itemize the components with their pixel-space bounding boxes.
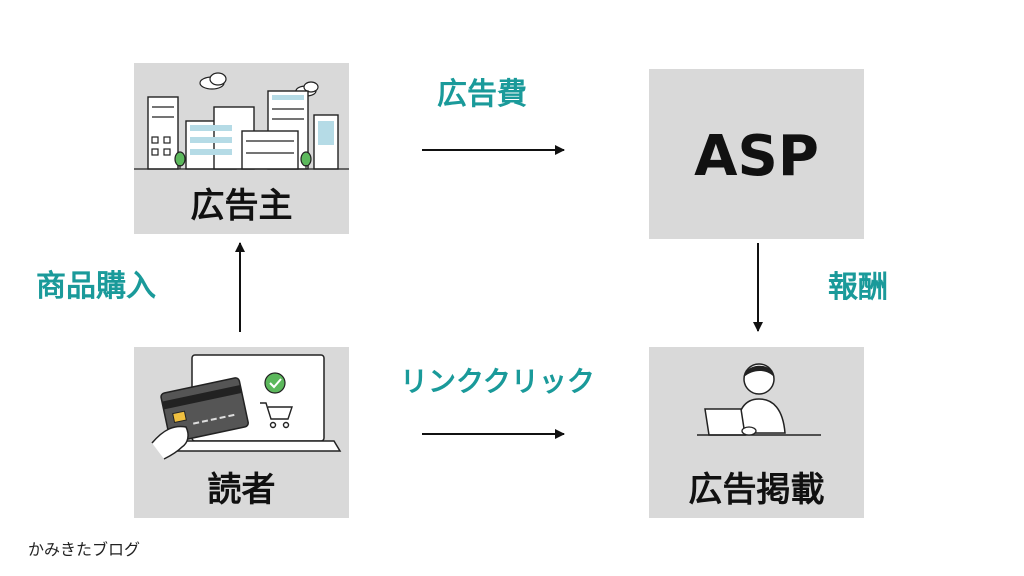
credit-card-laptop-icon [151, 354, 342, 460]
publisher-label: 広告掲載 [688, 470, 825, 510]
edge-label-link-click: リンククリック [400, 365, 595, 398]
blog-name: かみきたブログ [28, 540, 141, 559]
edge-label-reward: 報酬 [828, 270, 888, 305]
reader-label: 読者 [207, 470, 276, 510]
city-buildings-icon [134, 72, 349, 170]
advertiser-node: 広告主 [134, 63, 349, 234]
asp-node: ASP [649, 69, 864, 239]
edge-label-product-purchase: 商品購入 [36, 269, 156, 304]
reader-node: 読者 [134, 347, 349, 518]
person-at-laptop-icon [697, 363, 821, 436]
asp-label: ASP [694, 124, 819, 189]
edge-label-advertising-fee: 広告費 [437, 77, 527, 112]
advertiser-label: 広告主 [190, 186, 293, 226]
publisher-node: 広告掲載 [649, 347, 864, 518]
